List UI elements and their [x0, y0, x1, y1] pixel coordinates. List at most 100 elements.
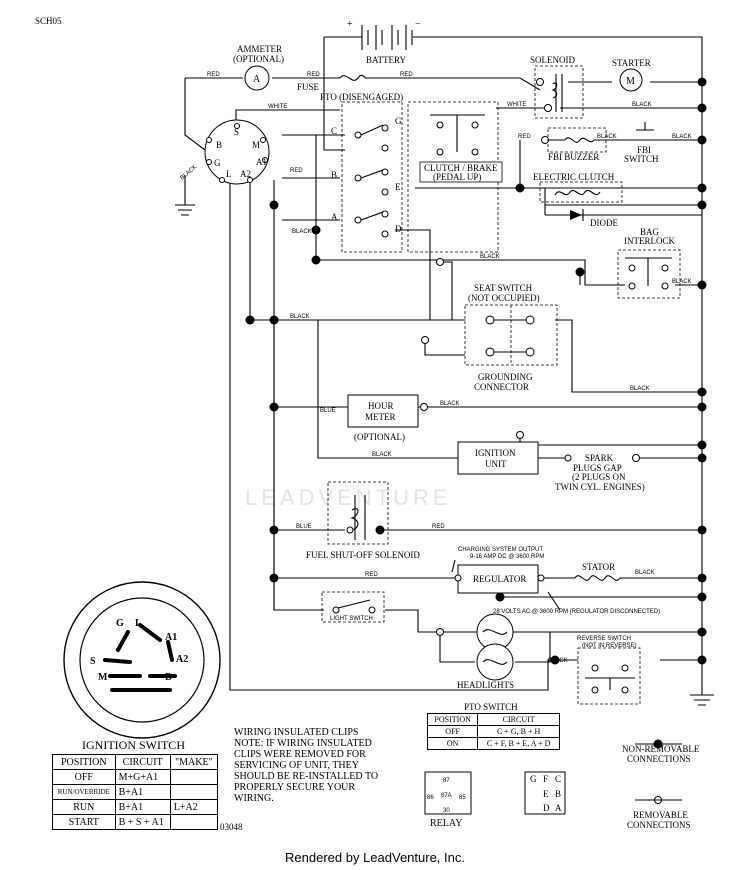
- table-row: RUN B+A1 L+A2: [52, 799, 219, 815]
- relay-symbol: 87 87A 86 85 30: [424, 771, 472, 815]
- svg-text:BLACK: BLACK: [179, 164, 198, 181]
- svg-text:86: 86: [427, 795, 434, 801]
- svg-text:LIGHT SWITCH: LIGHT SWITCH: [330, 616, 373, 622]
- svg-text:D: D: [395, 224, 402, 234]
- fbi-buzzer: FBI BUZZER: [547, 127, 607, 162]
- svg-text:A2: A2: [176, 654, 188, 665]
- svg-text:BLACK: BLACK: [672, 134, 692, 140]
- svg-text:C: C: [555, 774, 561, 784]
- electric-clutch: ELECTRIC CLUTCH: [533, 172, 623, 203]
- ignition-switch-title: IGNITION SWITCH: [82, 738, 185, 752]
- battery: + − BATTERY: [347, 19, 421, 65]
- ammeter-label: AMMETER: [237, 44, 282, 54]
- wiring-note: WIRING INSULATED CLIPS NOTE: IF WIRING I…: [234, 727, 379, 804]
- svg-text:REVERSE SWITCH: REVERSE SWITCH: [577, 636, 631, 642]
- clutch-brake-sub: (PEDAL UP): [433, 172, 481, 182]
- battery-plus: +: [347, 19, 353, 30]
- svg-text:E: E: [543, 789, 549, 799]
- svg-text:G: G: [116, 618, 124, 629]
- hour-meter: HOUR METER (OPTIONAL): [347, 394, 419, 442]
- svg-text:(NOT OCCUPIED): (NOT OCCUPIED): [468, 293, 540, 303]
- svg-text:A: A: [331, 212, 338, 222]
- svg-text:STATOR: STATOR: [582, 562, 615, 572]
- svg-text:RED: RED: [307, 72, 320, 78]
- svg-text:NON-REMOVABLE: NON-REMOVABLE: [622, 744, 700, 754]
- note-title: WIRING INSULATED CLIPS: [234, 727, 359, 738]
- col-circuit: CIRCUIT: [114, 754, 171, 770]
- svg-text:WHITE: WHITE: [507, 102, 526, 108]
- regulator: REGULATOR CHARGING SYSTEM OUTPUT 9-16 AM…: [451, 547, 660, 615]
- svg-text:BLACK: BLACK: [290, 314, 310, 320]
- svg-text:C: C: [331, 126, 337, 136]
- watermark: LEADVENTURE: [245, 485, 452, 510]
- ignition-switch-schematic: S M B G L A2 A1: [204, 119, 270, 185]
- removable-connections: [420, 78, 662, 804]
- bag-interlock: BAG INTERLOCK: [617, 227, 681, 299]
- table-row: OFF C + G, B + H: [426, 725, 560, 738]
- svg-text:BLACK: BLACK: [372, 452, 392, 458]
- spark-plugs: SPARK PLUGS GAP (2 PLUGS ON TWIN CYL. EN…: [555, 453, 645, 492]
- svg-text:M: M: [252, 140, 260, 150]
- svg-text:L: L: [135, 618, 142, 629]
- svg-text:L: L: [226, 169, 232, 179]
- svg-text:F: F: [543, 774, 548, 784]
- svg-text:(2 PLUGS ON: (2 PLUGS ON: [572, 472, 626, 482]
- headlights: HEADLIGHTS: [457, 613, 514, 690]
- col-position: POSITION: [52, 754, 116, 770]
- svg-text:SEAT SWITCH: SEAT SWITCH: [474, 283, 533, 293]
- svg-text:A2: A2: [240, 169, 251, 179]
- svg-text:WHITE: WHITE: [268, 104, 287, 110]
- svg-text:30: 30: [443, 808, 450, 814]
- table-row: ON C + F, B + E, A + D: [426, 737, 560, 750]
- svg-text:A: A: [555, 803, 562, 813]
- svg-text:E: E: [395, 182, 401, 192]
- fuse: FUSE: [297, 74, 366, 92]
- svg-text:REGULATOR: REGULATOR: [473, 574, 526, 584]
- pto-label: PTO (DISENGAGED): [320, 92, 403, 102]
- col-make: "MAKE": [169, 754, 219, 770]
- svg-text:HEADLIGHTS: HEADLIGHTS: [457, 680, 514, 690]
- svg-text:A: A: [253, 74, 261, 85]
- table-row: OFF M+G+A1: [52, 769, 219, 785]
- diode: DIODE: [570, 209, 618, 228]
- svg-text:M: M: [626, 76, 635, 87]
- svg-text:B: B: [331, 170, 337, 180]
- clutch-brake-label: CLUTCH / BRAKE: [424, 163, 498, 173]
- svg-text:METER: METER: [365, 412, 396, 422]
- ignition-unit: IGNITION UNIT: [457, 441, 539, 475]
- svg-text:(OPTIONAL): (OPTIONAL): [354, 432, 405, 442]
- solenoid-label: SOLENOID: [530, 55, 575, 65]
- svg-text:M: M: [98, 672, 108, 683]
- svg-text:BLACK: BLACK: [672, 279, 692, 285]
- svg-text:BLUE: BLUE: [320, 408, 336, 414]
- svg-text:BLUE: BLUE: [296, 524, 312, 530]
- svg-text:D: D: [543, 803, 550, 813]
- svg-text:BAG: BAG: [640, 227, 660, 237]
- svg-text:RED: RED: [432, 524, 445, 530]
- svg-text:BLACK: BLACK: [440, 401, 460, 407]
- light-switch: LIGHT SWITCH: [321, 591, 385, 623]
- svg-text:FBI: FBI: [637, 145, 651, 155]
- svg-text:B: B: [216, 140, 222, 150]
- svg-text:G: G: [530, 774, 537, 784]
- svg-text:G: G: [214, 158, 221, 168]
- svg-text:A1: A1: [165, 632, 177, 643]
- svg-text:CONNECTOR: CONNECTOR: [474, 382, 529, 392]
- svg-text:RED: RED: [290, 168, 303, 174]
- svg-text:87A: 87A: [441, 793, 452, 799]
- battery-label: BATTERY: [366, 55, 407, 65]
- svg-text:BLACK: BLACK: [480, 254, 500, 260]
- svg-text:RED: RED: [518, 134, 531, 140]
- svg-text:A1: A1: [256, 157, 267, 167]
- pto-switch: C B A G E D PTO (DISENGAGED) CLUTCH / BR…: [320, 92, 503, 253]
- pto-table-title: PTO SWITCH: [464, 702, 518, 712]
- pto-switch-table: POSITION CIRCUIT OFF C + G, B + H ON C +…: [426, 713, 560, 750]
- svg-text:PLUGS GAP: PLUGS GAP: [573, 463, 622, 473]
- doc-id: SCH05: [35, 16, 62, 26]
- svg-text:FUEL SHUT-OFF SOLENOID: FUEL SHUT-OFF SOLENOID: [306, 550, 420, 560]
- starter-label: STARTER: [612, 58, 651, 68]
- svg-text:28 VOLTS AC @ 3600 RPM (REGULA: 28 VOLTS AC @ 3600 RPM (REGULATOR DISCON…: [493, 609, 660, 615]
- svg-text:RED: RED: [207, 72, 220, 78]
- svg-text:RED: RED: [365, 572, 378, 578]
